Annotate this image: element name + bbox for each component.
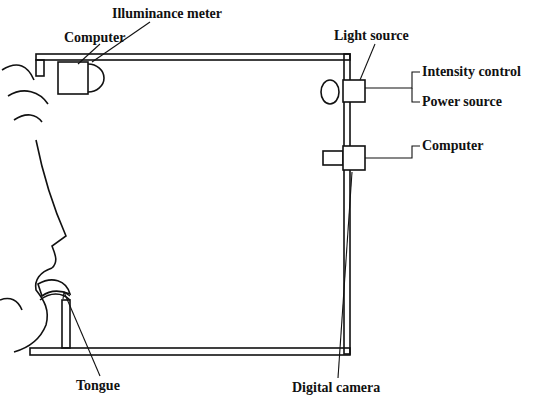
part-label: Power source [422,94,502,109]
meter-sensor [88,64,104,92]
part-label: Illuminance meter [112,6,222,21]
lamp [321,80,339,104]
camera-lens [323,151,343,165]
eyebrow [8,91,48,104]
forehead [2,65,34,80]
leader-line [360,44,375,80]
camera-body [343,146,365,170]
leader-line [78,44,100,64]
eye [14,115,42,122]
light-source-box [343,80,365,102]
leader-line [338,172,352,378]
wire [412,88,420,102]
part-label: Light source [334,28,409,43]
part-label: Computer [64,30,125,45]
wire [365,146,420,158]
part-label: Digital camera [292,380,380,395]
frame-left-stub [36,60,44,76]
leader-line [64,292,100,376]
arrow-head [63,292,70,299]
wire [365,72,420,88]
jaw-line [0,298,22,310]
illuminance-meter [58,62,88,94]
chin-rest [62,300,70,348]
part-label: Computer [422,138,483,153]
frame-floor [30,348,350,355]
part-label: Tongue [76,378,120,393]
part-label: Intensity control [422,64,521,79]
nose [36,140,66,268]
